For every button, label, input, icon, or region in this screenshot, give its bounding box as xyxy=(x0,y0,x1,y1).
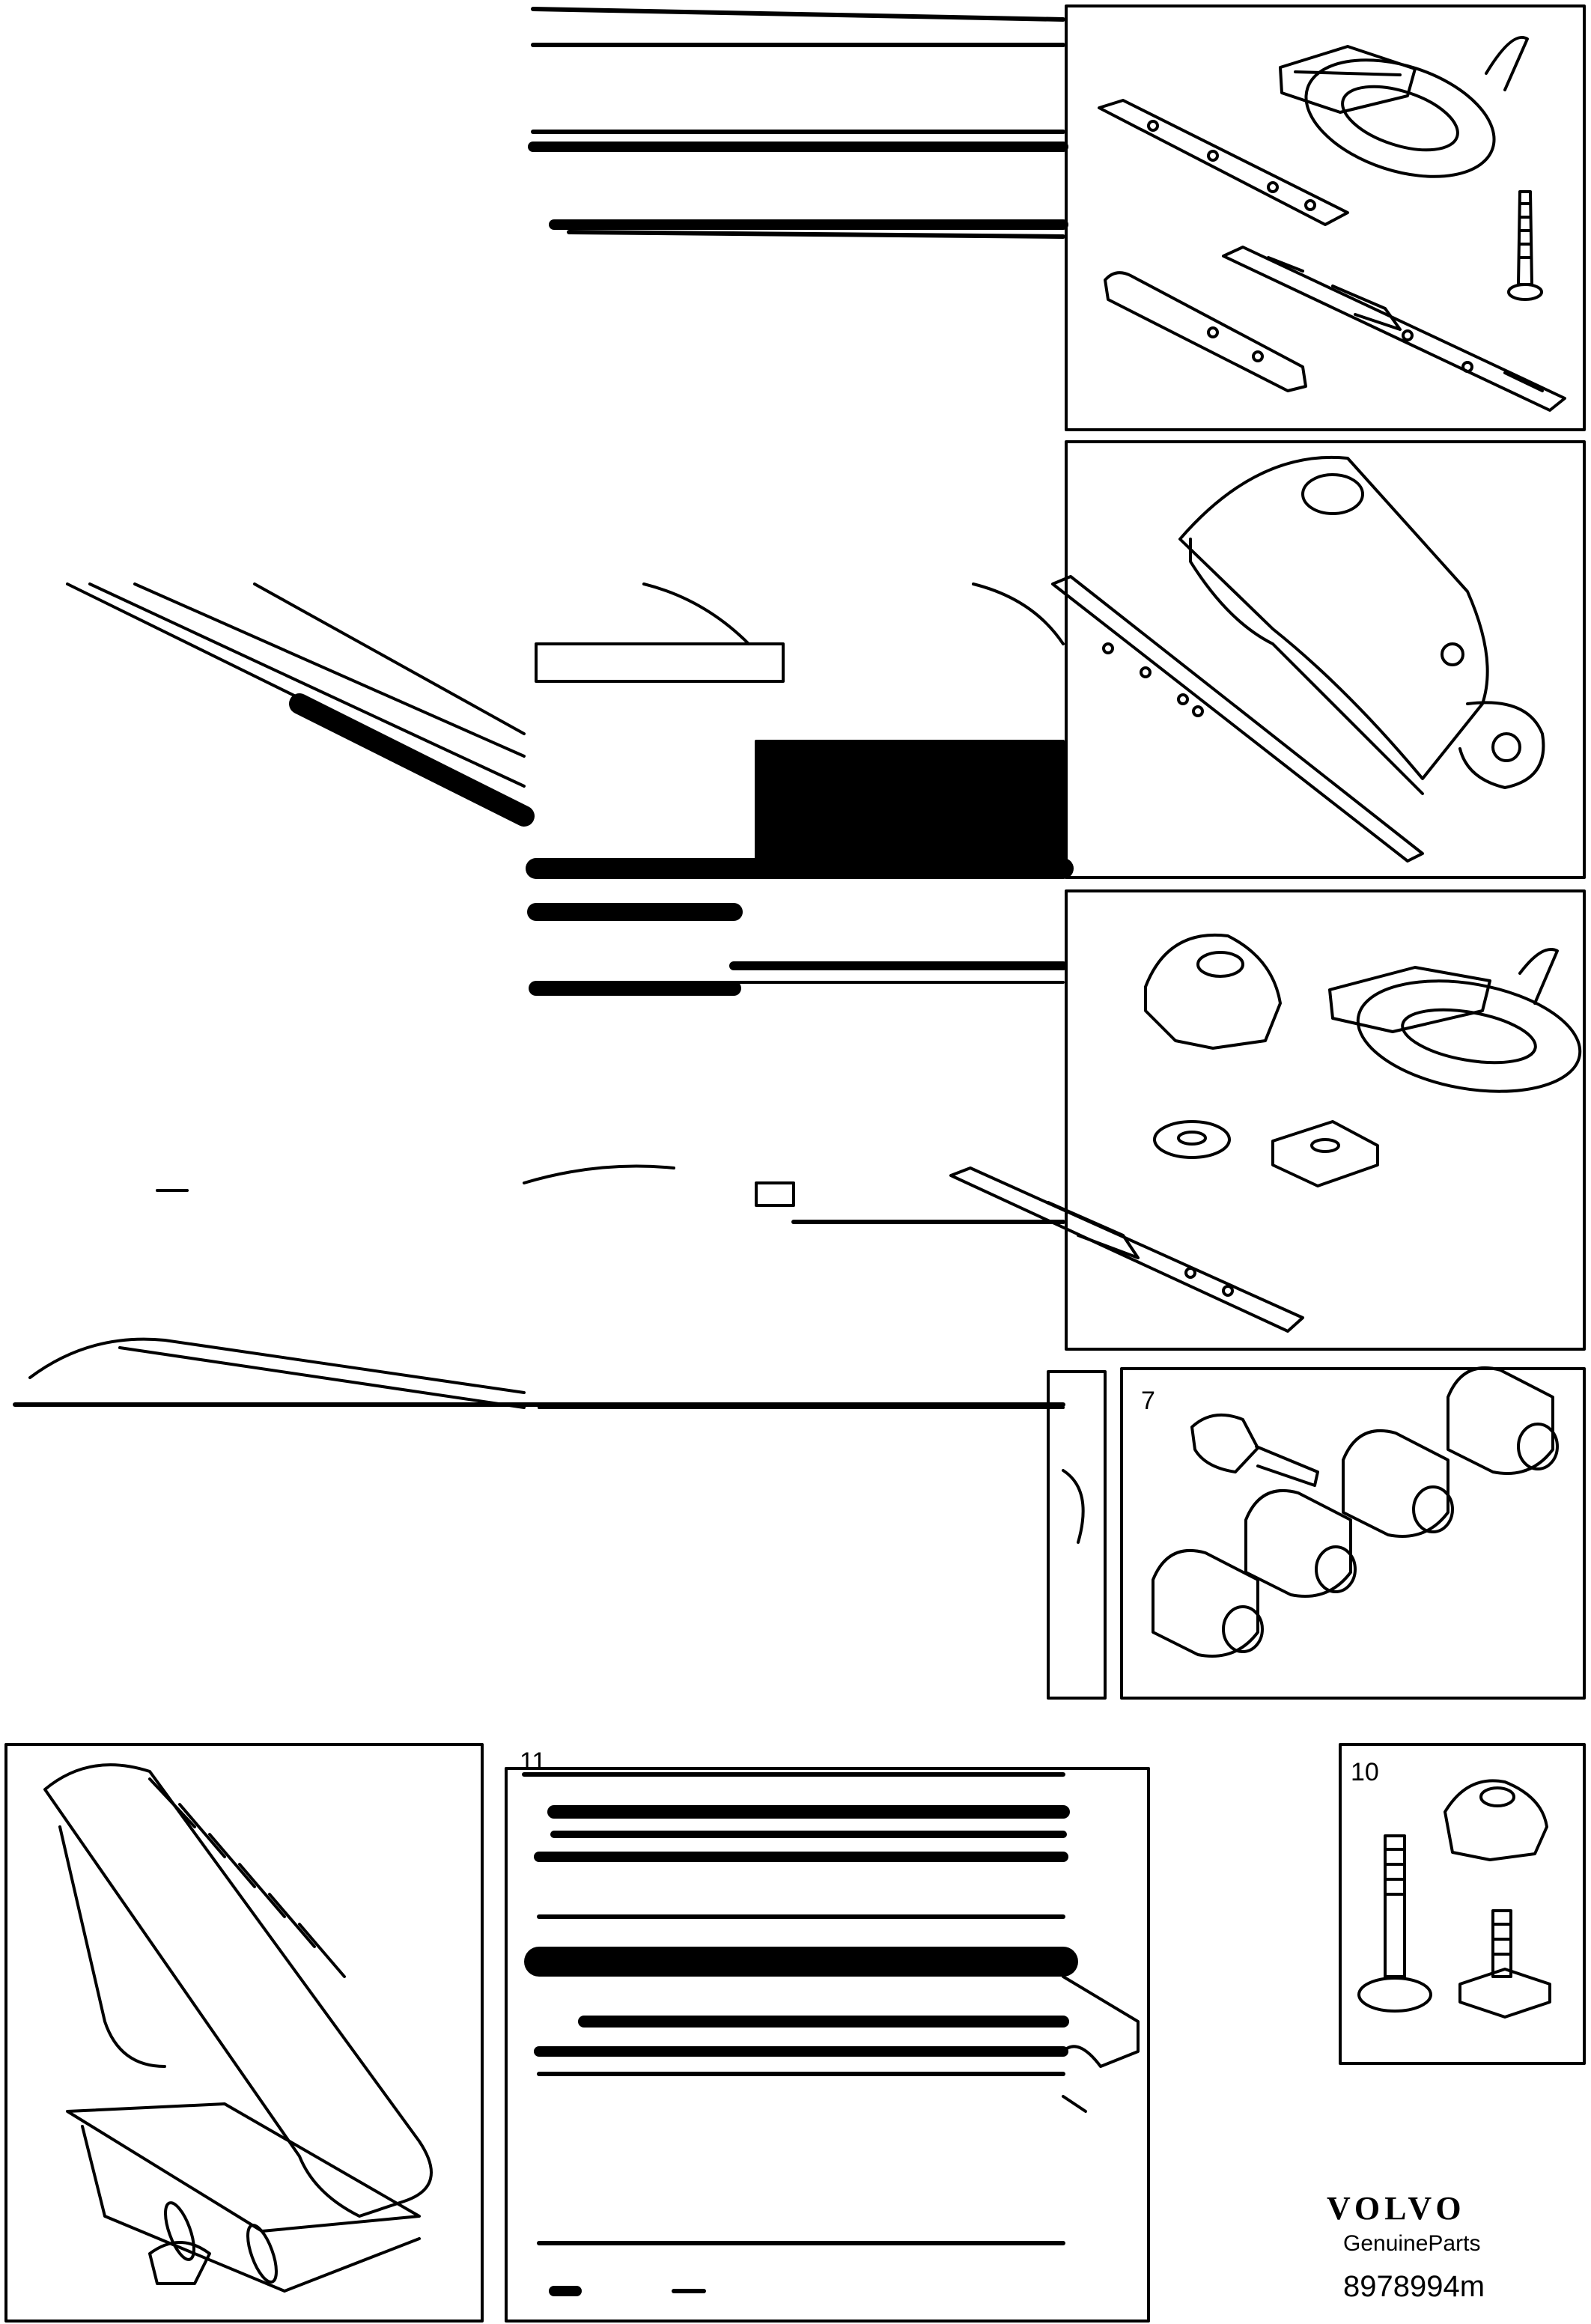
carriage-bolt-icon xyxy=(1357,1834,1432,2013)
slotted-rail-long-icon xyxy=(949,1166,1304,1333)
panel-cut-frame xyxy=(1047,1370,1107,1700)
washer-icon xyxy=(1153,1120,1231,1159)
callout-11: 11 xyxy=(520,1747,547,1776)
lock-cylinder-icon xyxy=(1244,1488,1357,1598)
star-knob-small-icon xyxy=(1444,1779,1548,1861)
panel-bolts-frame xyxy=(1339,1743,1586,2065)
rail-profile-fragment-icon xyxy=(522,1772,1140,2296)
panel-wheel-holder-frame xyxy=(1065,440,1586,879)
slotted-plate-icon xyxy=(1104,271,1307,392)
key-icon xyxy=(1190,1414,1319,1487)
panel-lock-cylinders-frame xyxy=(1120,1367,1586,1700)
volvo-logo: VOLVO xyxy=(1327,2190,1466,2227)
strap-buckle-small-icon xyxy=(1328,948,1582,1093)
panel-strap-plates-frame xyxy=(1065,4,1586,431)
panel-knobs-frame xyxy=(1065,889,1586,1351)
t-bolt-icon xyxy=(1458,1909,1551,2019)
mounting-plate-icon xyxy=(1098,99,1349,226)
lock-cylinder-icon xyxy=(1446,1366,1559,1475)
screw-bolt-icon xyxy=(1507,190,1543,301)
square-nut-icon xyxy=(1271,1120,1379,1187)
rack-assembly-fragment-icon xyxy=(13,582,1085,1544)
callout-7: 7 xyxy=(1141,1387,1155,1415)
genuine-parts-tagline: GenuineParts xyxy=(1343,2231,1481,2256)
panel-rail-frame xyxy=(505,1767,1150,2323)
strap-buckle-icon xyxy=(1279,36,1529,178)
slotted-rail-icon xyxy=(1222,246,1566,412)
panel-clamp-frame xyxy=(4,1743,484,2323)
perforated-strip-icon xyxy=(1051,575,1424,863)
star-knob-icon xyxy=(1144,933,1282,1050)
callout-10: 10 xyxy=(1351,1758,1379,1786)
wheel-clamp-icon xyxy=(43,1763,433,2293)
wheel-holder-shell-icon xyxy=(1178,456,1545,795)
lock-cylinder-icon xyxy=(1152,1548,1264,1658)
roof-rail-fragment-icon xyxy=(528,7,1068,239)
part-code: 8978994m xyxy=(1343,2270,1485,2303)
lock-cylinder-icon xyxy=(1342,1429,1454,1538)
